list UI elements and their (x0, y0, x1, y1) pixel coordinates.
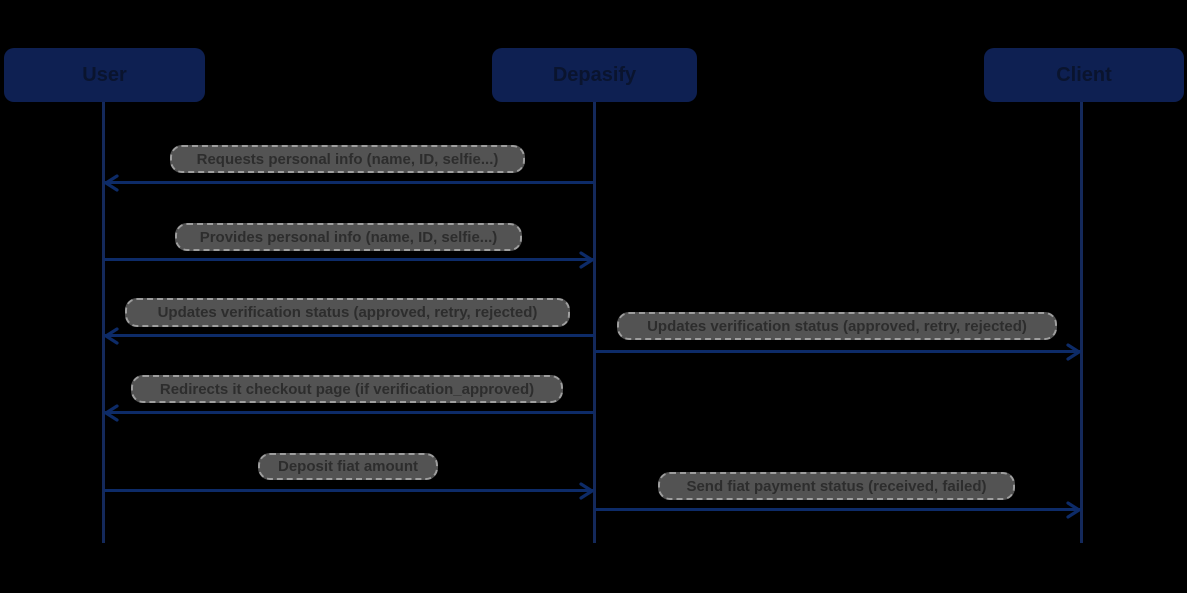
lifeline-user (102, 102, 105, 543)
arrowhead-left-icon (102, 403, 122, 423)
arrowhead-right-icon (576, 481, 596, 501)
arrowhead-right-icon (576, 250, 596, 270)
message-label: Redirects it checkout page (if verificat… (131, 375, 563, 403)
arrowhead-left-icon (102, 326, 122, 346)
actor-box-depasify: Depasify (492, 48, 697, 102)
arrowhead-right-icon (1063, 342, 1083, 362)
message-label: Provides personal info (name, ID, selfie… (175, 223, 522, 251)
message-arrow (104, 326, 594, 345)
actor-box-user: User (4, 48, 205, 102)
message-label: Updates verification status (approved, r… (617, 312, 1057, 340)
message-arrow (104, 403, 594, 422)
message-label: Requests personal info (name, ID, selfie… (170, 145, 525, 173)
message-arrow (104, 250, 594, 269)
message-label: Updates verification status (approved, r… (125, 298, 570, 327)
message-label: Deposit fiat amount (258, 453, 438, 480)
arrowhead-left-icon (102, 173, 122, 193)
lifeline-depasify (593, 102, 596, 543)
message-arrow (595, 500, 1081, 519)
arrowhead-right-icon (1063, 500, 1083, 520)
message-arrow (104, 481, 594, 500)
message-arrow (104, 173, 594, 192)
message-arrow (595, 342, 1081, 361)
lifeline-client (1080, 102, 1083, 543)
actor-box-client: Client (984, 48, 1184, 102)
message-label: Send fiat payment status (received, fail… (658, 472, 1015, 500)
